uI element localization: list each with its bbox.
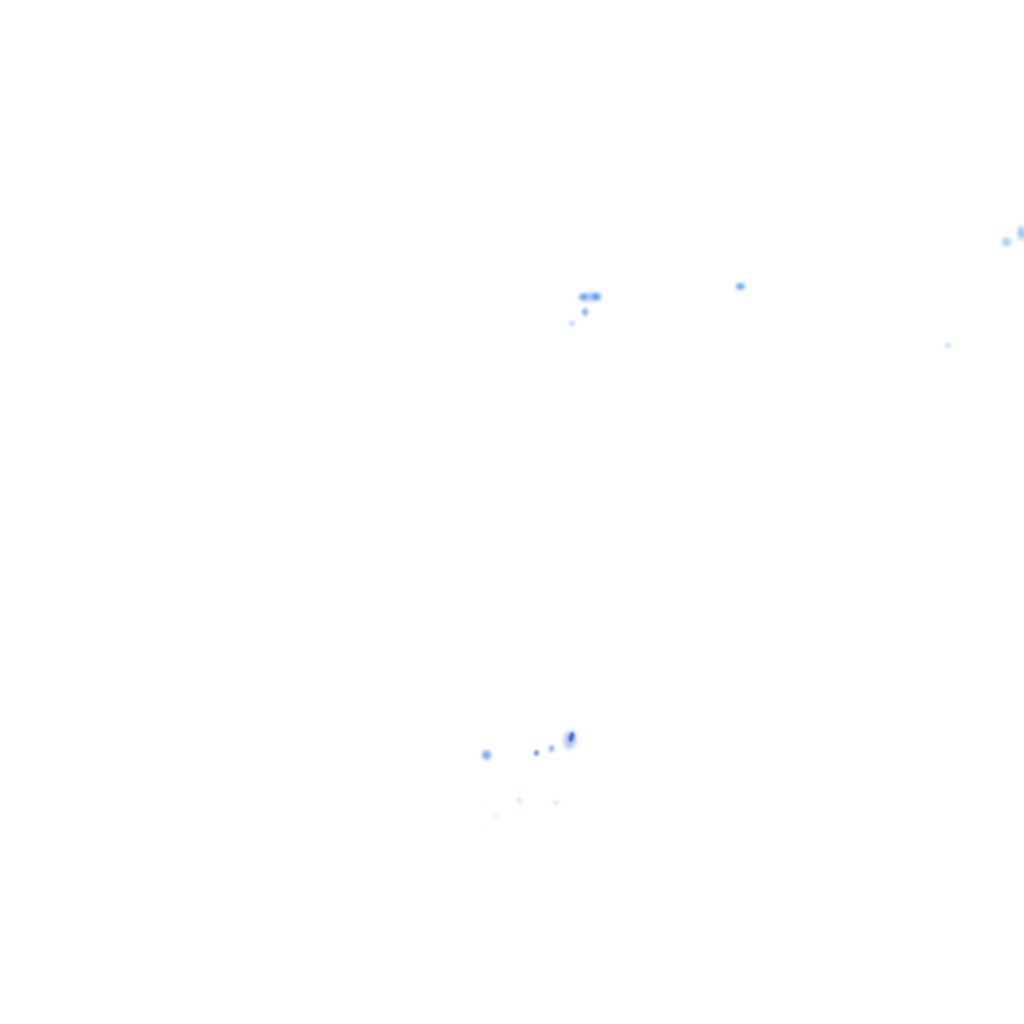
smudge-dot xyxy=(582,308,588,316)
smudge-blob xyxy=(480,749,492,761)
smudge-faint-dot xyxy=(516,797,522,803)
smudge-dot xyxy=(1001,238,1011,246)
smudge-dot xyxy=(945,342,951,348)
smudge-comma-core xyxy=(567,731,575,743)
smudge-pill-left-core xyxy=(579,294,587,300)
smudge-dot xyxy=(533,750,539,756)
smudge-pill-halo xyxy=(578,293,602,301)
smudge-dot xyxy=(735,282,745,290)
smudge-comma-halo xyxy=(562,730,578,750)
smudge-edge-bar xyxy=(1017,226,1024,240)
smudge-dot xyxy=(569,320,575,326)
smudge-faint-dot xyxy=(492,814,498,818)
smudge-faint-dot xyxy=(553,801,559,805)
smudge-dot xyxy=(547,744,555,752)
smudge-pill-right-core xyxy=(592,292,600,300)
